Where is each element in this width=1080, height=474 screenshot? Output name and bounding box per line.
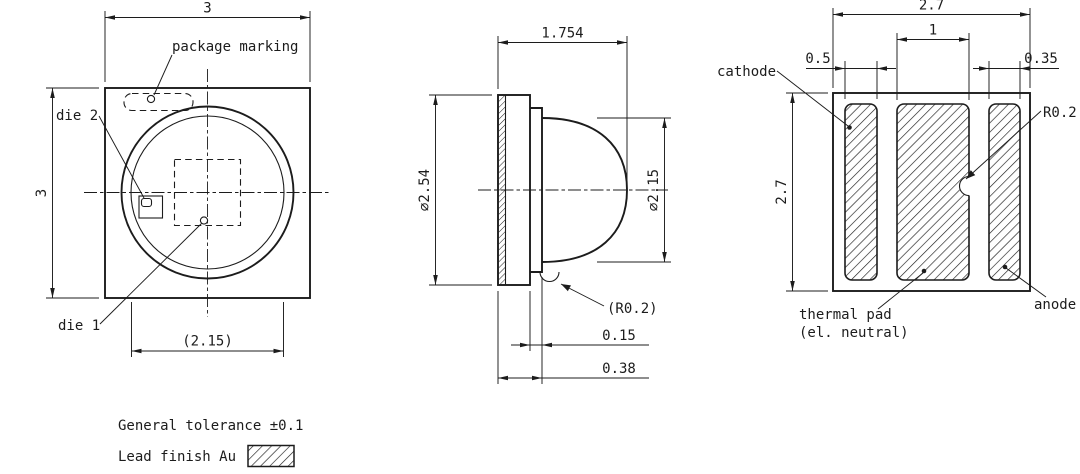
thermal-pad-callout	[877, 268, 927, 310]
lens-flange-outline	[530, 107, 543, 273]
die1-label: die 1	[58, 318, 100, 334]
dim-lens-diameter-value: (2.15)	[182, 334, 233, 350]
die2-label: die 2	[56, 108, 98, 124]
package-bottom-outline	[832, 92, 1031, 292]
dim-thermal-pad-width	[896, 33, 970, 100]
gate-bump-r02	[539, 271, 560, 283]
dim-package-width	[104, 11, 311, 82]
package-marking-feature	[123, 54, 194, 112]
notes-legend: General tolerance ±0.1 Lead finish Au	[118, 418, 303, 468]
notch-radius-leader	[965, 110, 1042, 180]
anode-label: anode	[1034, 297, 1076, 313]
notch-radius-label: R0.2	[1043, 105, 1077, 121]
die2-feature	[98, 115, 164, 219]
dim-cathode-pad-width-value: 0.5	[805, 51, 830, 67]
dim-base-value: 0.38	[602, 361, 636, 377]
thermal-pad	[896, 103, 970, 281]
general-tolerance-note: General tolerance ±0.1	[118, 418, 303, 434]
dim-standoff-value: 0.15	[602, 328, 636, 344]
dim-body-diameter-value: ⌀2.54	[417, 169, 433, 211]
body-outline	[497, 94, 531, 286]
dim-standoff	[511, 291, 649, 351]
lead-finish-hatch-swatch	[247, 444, 295, 468]
radius-leader	[560, 283, 605, 307]
die-area-dashed-outline	[173, 158, 242, 227]
cathode-label: cathode	[717, 64, 776, 80]
thermal-pad-label-line1: thermal pad	[799, 307, 892, 323]
dim-pad-view-width	[832, 8, 1031, 88]
pad-view: 2.7 1 0.5 0.35	[717, 0, 1077, 341]
dim-cathode-pad-width	[806, 61, 896, 99]
top-view: package marking die 2 die 1 3 3	[34, 1, 331, 357]
dim-pad-view-height	[786, 92, 828, 292]
cathode-callout	[776, 70, 852, 130]
lead-finish-note: Lead finish Au	[118, 449, 236, 465]
lens-dome-outline	[541, 117, 628, 263]
lens-inner-circle	[130, 115, 285, 270]
polarity-notch	[958, 175, 979, 197]
anode-pad	[988, 103, 1021, 281]
dim-anode-pad-width-value: 0.35	[1024, 51, 1058, 67]
dim-package-width-value: 3	[203, 1, 211, 17]
dim-package-height-value: 3	[34, 189, 50, 197]
anode-callout	[1002, 264, 1047, 298]
lens-outer-circle	[120, 105, 295, 280]
package-marking-label: package marking	[172, 39, 298, 55]
edge-metallization-band	[498, 95, 506, 285]
dim-thermal-pad-width-value: 1	[929, 23, 937, 39]
dim-lens-dome-diameter-value: ⌀2.15	[646, 169, 662, 211]
dim-package-height	[46, 87, 99, 299]
cathode-pad	[844, 103, 878, 281]
dim-depth	[497, 36, 628, 183]
radius-label: (R0.2)	[607, 301, 658, 317]
die1-feature	[99, 216, 209, 325]
dim-pad-view-height-value: 2.7	[774, 179, 790, 204]
dim-base	[497, 277, 649, 384]
dim-lens-dome-diameter	[597, 117, 671, 263]
dim-lens-diameter	[131, 302, 284, 357]
thermal-pad-label-line2: (el. neutral)	[799, 325, 909, 341]
dim-depth-value: 1.754	[541, 26, 583, 42]
dim-pad-view-width-value: 2.7	[919, 0, 944, 14]
dim-anode-pad-width	[973, 61, 1059, 99]
package-outline	[104, 87, 311, 299]
side-view: 1.754 ⌀2.54 ⌀2.15 (R0.2) 0.15	[417, 26, 671, 384]
dim-body-diameter	[429, 94, 492, 286]
